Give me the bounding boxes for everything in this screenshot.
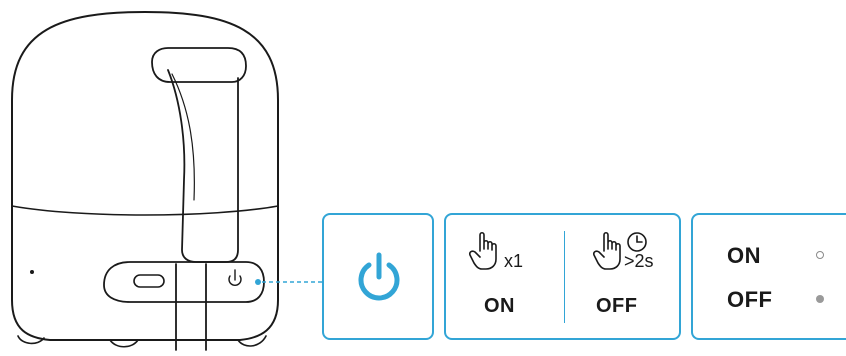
led-off-label: OFF bbox=[727, 287, 773, 312]
column-divider bbox=[564, 231, 565, 323]
led-on-indicator-icon bbox=[816, 251, 824, 259]
press-duration-text: >2s bbox=[624, 251, 654, 271]
clock-icon bbox=[627, 232, 647, 252]
press-count-text: x1 bbox=[504, 251, 524, 271]
led-on-label: ON bbox=[727, 243, 761, 268]
hand-tap-icon bbox=[469, 231, 497, 270]
press-off-label: OFF bbox=[596, 295, 638, 317]
press-on-label: ON bbox=[484, 295, 515, 317]
led-status-panel: ON OFF bbox=[691, 213, 846, 340]
power-icon bbox=[358, 252, 400, 301]
power-icon-panel bbox=[322, 213, 434, 340]
led-off-indicator-icon bbox=[816, 295, 824, 303]
hand-tap-icon bbox=[593, 231, 621, 270]
press-instructions-panel: x1 ON >2s OFF bbox=[444, 213, 681, 340]
